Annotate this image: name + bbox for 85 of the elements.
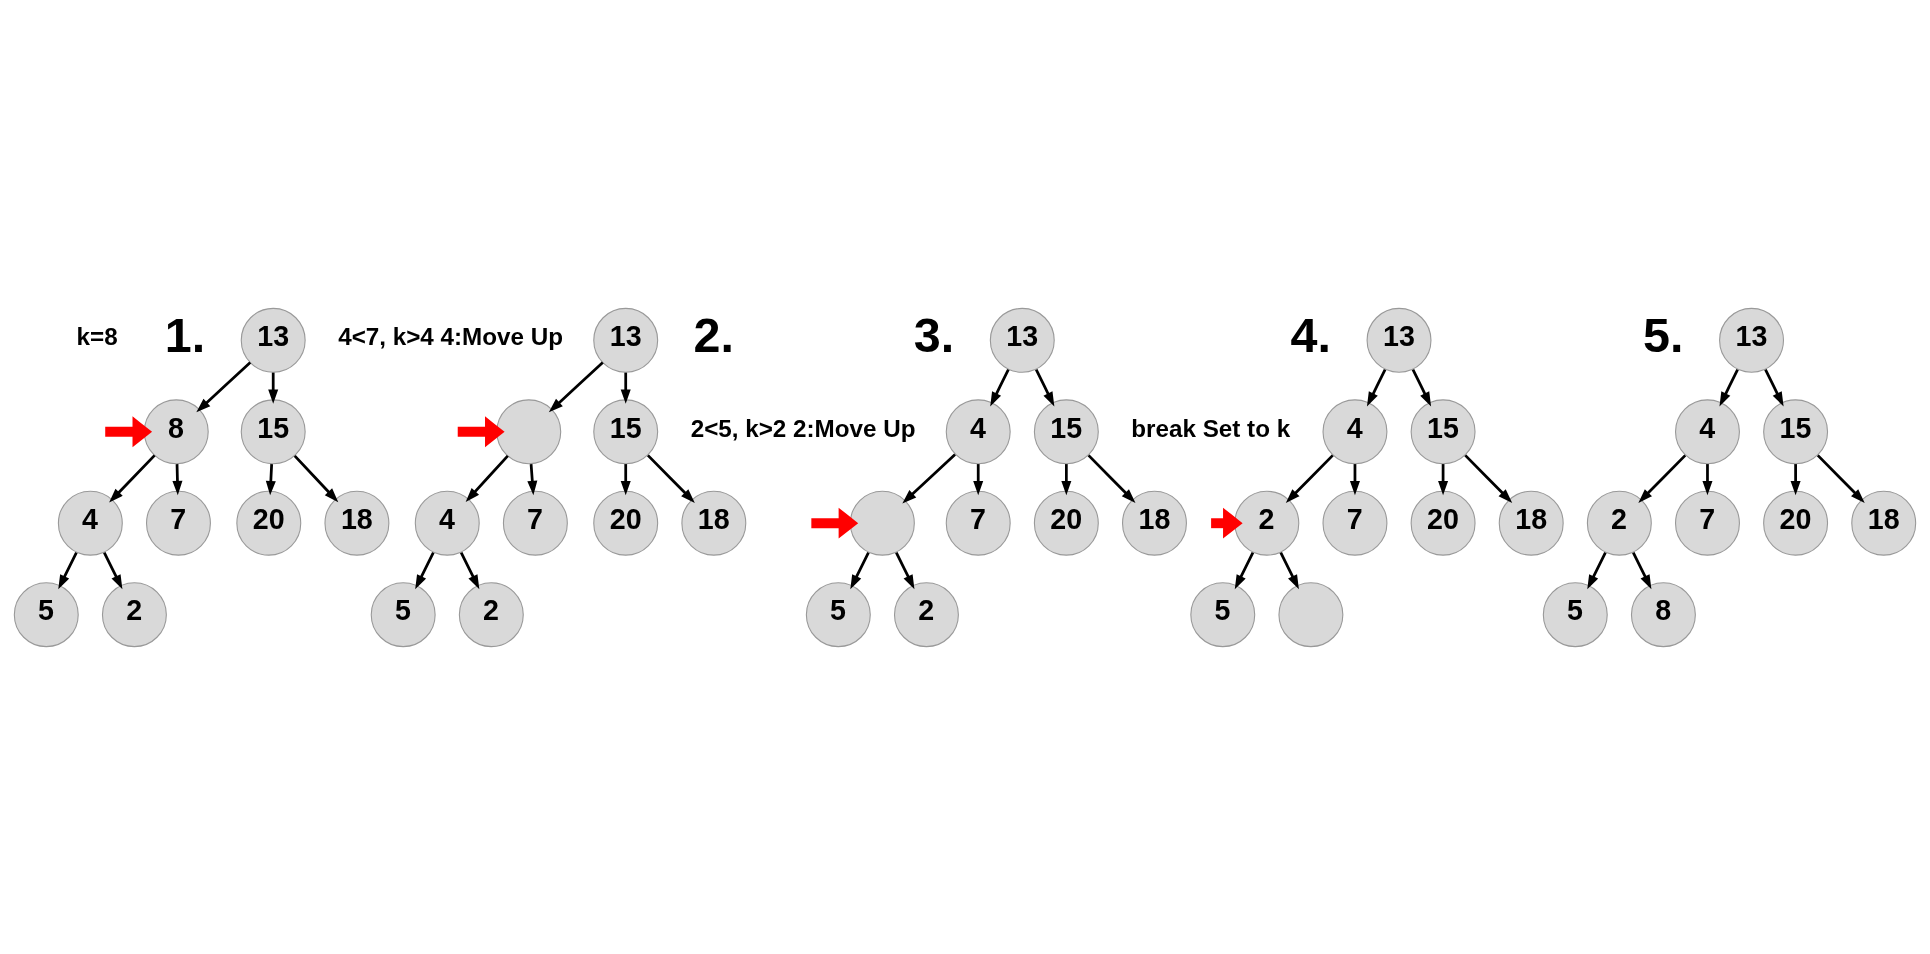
arrow <box>1285 453 1334 503</box>
label: k=8 <box>76 322 118 350</box>
label: 1. <box>164 307 206 362</box>
node-circle: 15 <box>1410 398 1476 464</box>
node-circle: 7 <box>502 490 568 556</box>
node-circle: 13 <box>1366 307 1432 373</box>
node-circle: 2 <box>893 581 959 647</box>
node-circle: 7 <box>1322 490 1388 556</box>
label: 2<5, k>2 2:Move Up <box>690 414 916 442</box>
arrow <box>196 361 252 412</box>
label: 2. <box>693 307 734 362</box>
arrow <box>895 551 915 589</box>
arrow <box>646 453 695 503</box>
node-circle: 7 <box>945 490 1011 556</box>
arrow <box>1702 463 1713 495</box>
arrow <box>172 463 183 495</box>
arrow <box>1632 551 1652 589</box>
arrow <box>1638 453 1687 503</box>
node-circle: 5 <box>13 581 79 647</box>
node-circle: 13 <box>240 307 306 373</box>
arrow <box>457 415 505 447</box>
label: 5. <box>1643 307 1684 362</box>
arrow <box>620 372 631 404</box>
node-circle: 15 <box>240 398 306 464</box>
arrow <box>103 551 123 589</box>
node-circle: 4 <box>414 490 480 556</box>
arrow <box>902 453 956 504</box>
node-circle: 20 <box>1033 490 1099 556</box>
node-circle: 7 <box>1674 490 1740 556</box>
node-circle: 5 <box>370 581 436 647</box>
arrow <box>1764 368 1784 406</box>
node-circle: 20 <box>593 490 659 556</box>
arrow <box>1061 463 1072 495</box>
label: break Set to k <box>1131 414 1291 442</box>
arrow <box>1035 368 1055 406</box>
node-circle: 20 <box>1410 490 1476 556</box>
arrow <box>459 551 480 589</box>
node-circle: 13 <box>989 307 1055 373</box>
arrow <box>268 372 279 404</box>
node-circle: 5 <box>805 581 871 647</box>
node-circle: 5 <box>1542 581 1608 647</box>
node-circle: 13 <box>593 307 659 373</box>
node-circle: 13 <box>1719 307 1785 373</box>
node-circle: 2 <box>101 581 167 647</box>
node-circle: 7 <box>145 490 211 556</box>
arrow <box>1719 368 1739 406</box>
node-circle <box>1278 581 1344 647</box>
arrow <box>1790 463 1801 495</box>
arrow <box>548 361 604 412</box>
node-circle: 20 <box>236 490 302 556</box>
arrow <box>1587 551 1607 589</box>
arrow <box>58 551 78 589</box>
label: 3. <box>913 307 955 362</box>
node-circle: 20 <box>1763 490 1829 556</box>
node-circle: 4 <box>1674 398 1740 464</box>
arrow <box>850 551 870 589</box>
arrow <box>811 507 859 539</box>
arrow <box>293 454 339 502</box>
node-circle: 18 <box>324 490 390 556</box>
node-circle: 8 <box>1630 581 1696 647</box>
arrow <box>415 551 435 589</box>
label: 4. <box>1290 307 1331 362</box>
node-circle: 15 <box>593 398 659 464</box>
arrow <box>990 368 1010 406</box>
node-circle: 2 <box>458 581 524 647</box>
node-circle: 5 <box>1190 581 1256 647</box>
arrow <box>973 463 984 495</box>
arrow <box>1087 453 1136 503</box>
arrow <box>1464 453 1513 503</box>
node-circle: 15 <box>1763 398 1829 464</box>
arrow <box>1411 368 1432 406</box>
node-circle: 4 <box>1322 398 1388 464</box>
arrow <box>527 463 538 495</box>
arrow <box>1234 551 1255 589</box>
arrow <box>465 454 509 502</box>
arrow <box>105 415 153 447</box>
arrow <box>1279 551 1299 589</box>
arrow <box>109 453 156 503</box>
label: 4<7, k>4 4:Move Up <box>338 322 564 350</box>
arrow <box>1816 453 1865 503</box>
arrow <box>1366 368 1387 406</box>
node-circle: 15 <box>1033 398 1099 464</box>
node-circle: 4 <box>945 398 1011 464</box>
arrow <box>620 463 631 495</box>
arrow <box>265 463 276 495</box>
